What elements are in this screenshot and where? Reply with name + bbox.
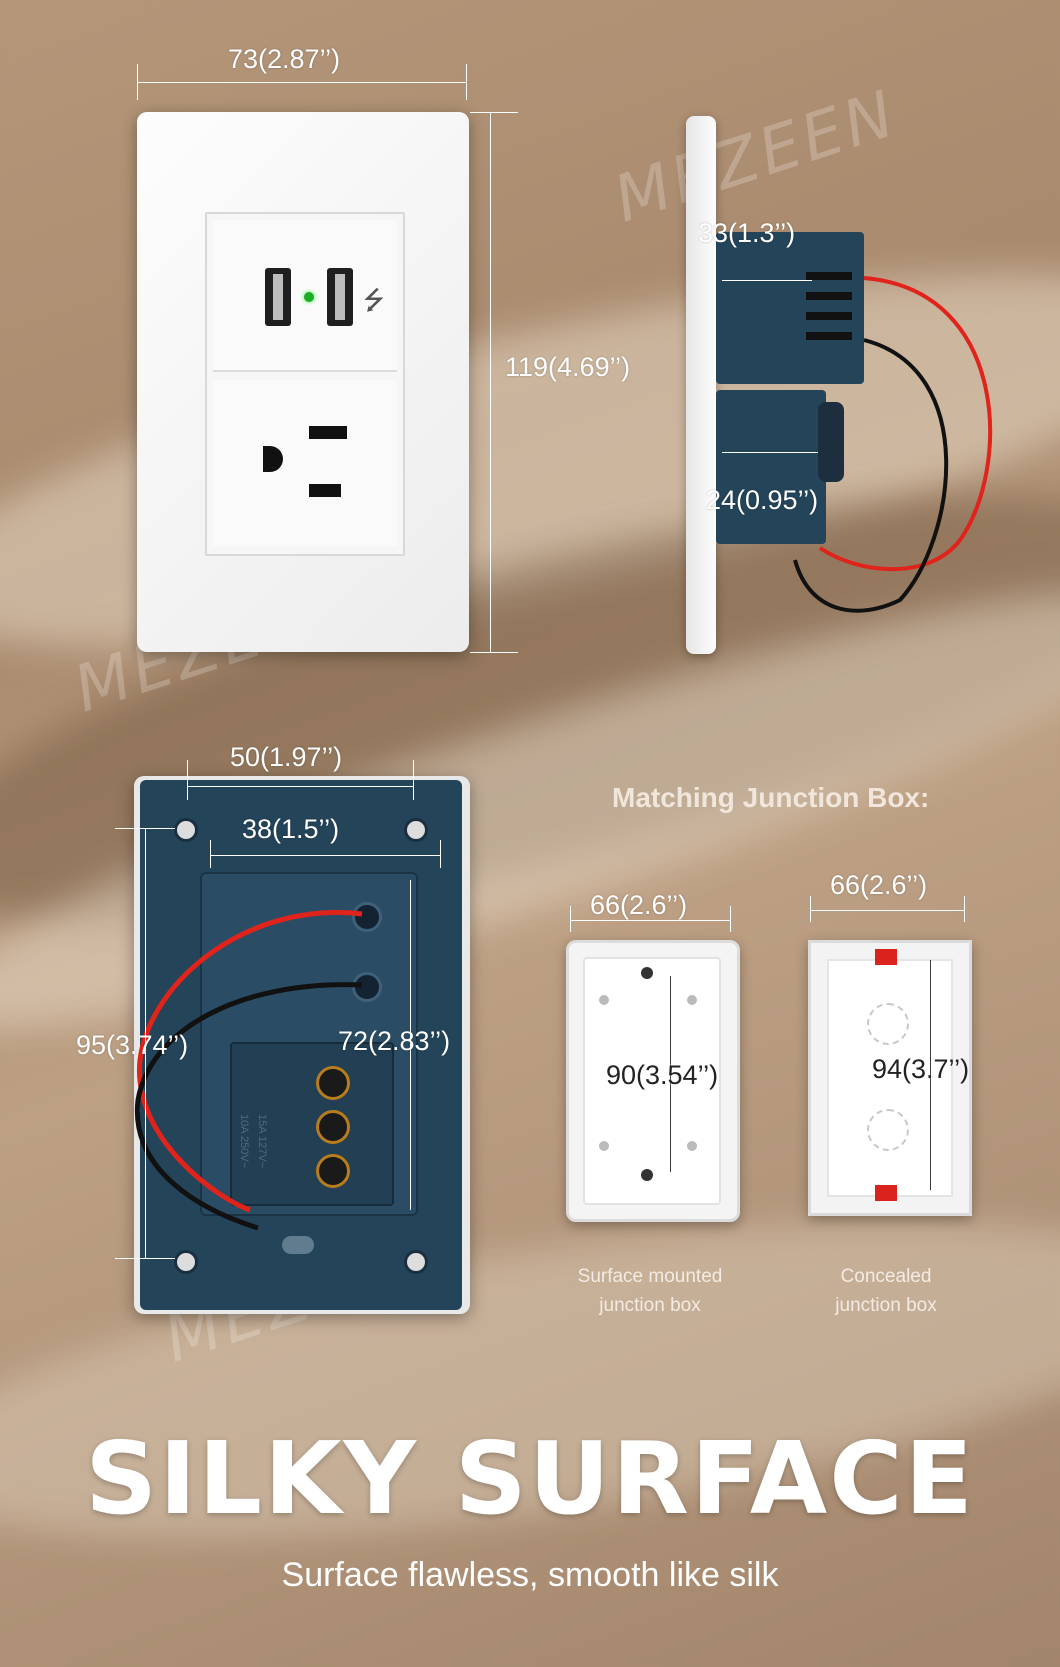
mounting-tab — [875, 1185, 897, 1201]
knockout — [867, 1003, 909, 1045]
outlet-slot-icon — [309, 484, 341, 497]
surface-box-caption: Surface mounted junction box — [577, 1266, 723, 1316]
ground-slot-icon — [263, 446, 283, 472]
back-plate-backing: 10A 250V~ 15A 127V~ — [140, 780, 462, 1310]
side-plate — [686, 116, 716, 654]
concealed-junction-box — [808, 940, 972, 1216]
back-module-width-label: 38(1.5’’) — [242, 814, 340, 844]
back-module-height-label: 72(2.83’’) — [338, 1026, 451, 1056]
usb-port[interactable] — [265, 268, 291, 326]
concealed-box-width-label: 66(2.6’’) — [830, 870, 928, 900]
surface-box-height-label: 90(3.54’’) — [606, 1060, 719, 1090]
concealed-box-height-label: 94(3.7’’) — [872, 1054, 970, 1084]
side-depth-upper-label: 33(1.3’’) — [698, 218, 796, 248]
terminal-screw — [316, 1110, 350, 1144]
usb-indicator-light — [304, 292, 314, 302]
power-outlet[interactable] — [213, 380, 397, 546]
headline: SILKY SURFACE — [85, 1420, 975, 1537]
side-terminal — [818, 402, 844, 482]
black-wire — [134, 982, 363, 1231]
junction-box-heading: Matching Junction Box: — [612, 782, 930, 813]
terminal-block: 10A 250V~ 15A 127V~ — [230, 1042, 394, 1206]
side-wires — [793, 276, 993, 613]
side-usb-body — [716, 232, 864, 384]
outlet-slot-icon — [309, 426, 347, 439]
front-wall-plate: ⭍ — [137, 112, 469, 652]
wire-port — [352, 902, 382, 932]
usb-symbol-icon: ⭍ — [363, 285, 385, 315]
terminal-screw — [316, 1066, 350, 1100]
screw-hole — [404, 818, 428, 842]
back-wires — [134, 910, 363, 1231]
mounting-hole — [641, 967, 653, 979]
mounting-hole — [641, 1169, 653, 1181]
front-width-label: 73(2.87’’) — [228, 44, 341, 74]
screw-hole — [174, 818, 198, 842]
back-plate-height-label: 95(3.74’’) — [76, 1030, 189, 1060]
concealed-box-caption: Concealed junction box — [835, 1266, 937, 1316]
usb-module: ⭍ — [213, 220, 397, 372]
knockout — [867, 1109, 909, 1151]
mounting-tab — [875, 949, 897, 965]
side-outlet-body — [716, 390, 826, 544]
surface-box-width-label: 66(2.6’’) — [590, 890, 688, 920]
screw-hole — [404, 1250, 428, 1274]
terminal-screw — [316, 1154, 350, 1188]
black-wire — [793, 338, 949, 613]
subheadline: Surface flawless, smooth like silk — [281, 1556, 779, 1594]
surface-junction-box — [566, 940, 740, 1222]
red-wire — [818, 276, 993, 572]
side-depth-lower-label: 24(0.95’’) — [706, 485, 819, 515]
usb-port[interactable] — [327, 268, 353, 326]
back-plate-width-label: 50(1.97’’) — [230, 742, 343, 772]
front-height-label: 119(4.69’’) — [505, 352, 631, 382]
red-wire — [137, 910, 363, 1213]
screw-hole — [174, 1250, 198, 1274]
